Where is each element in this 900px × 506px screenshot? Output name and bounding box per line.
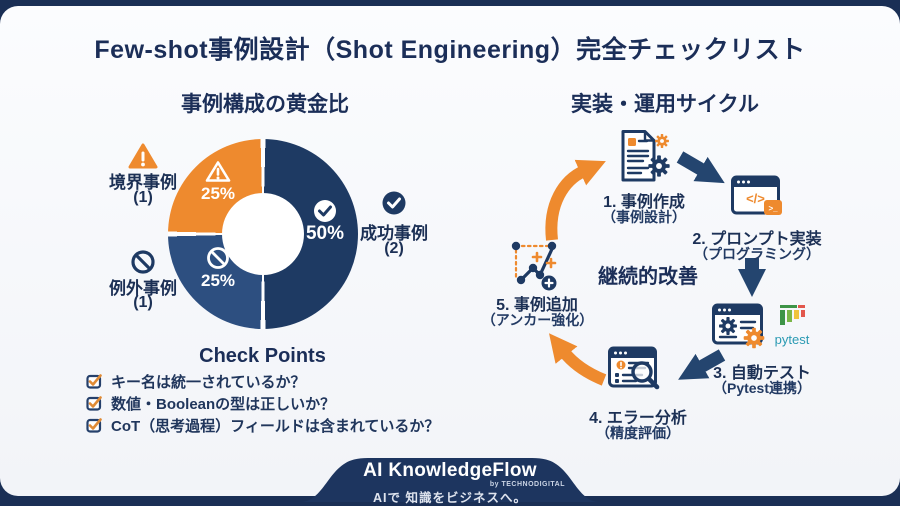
brand-badge: AI KnowledgeFlow by TECHNODIGITAL AIで 知識… xyxy=(300,453,600,505)
prohibition-icon xyxy=(131,250,155,274)
step-5-sub: （アンカー強化） xyxy=(481,312,594,328)
infographic-card: Few-shot事例設計（Shot Engineering）完全チェックリスト … xyxy=(0,6,900,505)
checklist-text: 数値・Booleanの型は正しいか？ xyxy=(111,395,336,413)
badge-shape xyxy=(300,458,600,502)
checklist-text: CoT（思考過程）フィールドは含まれているか？ xyxy=(111,417,440,435)
cycle-center-label: 継続的改善 xyxy=(598,266,698,288)
boundary-label: 境界事例 xyxy=(109,173,177,192)
warning-icon xyxy=(128,143,158,169)
brand-byline: by TECHNODIGITAL xyxy=(489,481,565,488)
checkbox-icon xyxy=(86,418,102,433)
boundary-percent: 25% xyxy=(200,184,236,203)
composition-title: 事例構成の黄金比 xyxy=(181,93,349,116)
check-circle-icon xyxy=(314,200,336,222)
error-analysis-icon xyxy=(608,346,660,390)
page-title: Few-shot事例設計（Shot Engineering）完全チェックリスト xyxy=(94,36,806,64)
step-4-sub: （精度評価） xyxy=(596,425,680,441)
test-window-icon xyxy=(712,303,765,349)
cycle-title: 実装・運用サイクル xyxy=(571,93,759,116)
prohibition-icon xyxy=(207,247,229,269)
anchor-chart-icon xyxy=(511,241,557,291)
checklist-item: CoT（思考過程）フィールドは含まれているか？ xyxy=(86,415,439,435)
document-gear-icon xyxy=(621,130,670,182)
success-label: 成功事例 xyxy=(360,224,428,243)
step-5-label: 5. 事例追加 xyxy=(496,297,578,314)
success-percent: 50% xyxy=(305,223,345,244)
check-circle-icon xyxy=(382,191,406,215)
checklist-item: キー名は統一されているか？ xyxy=(86,371,306,391)
pytest-label: pytest xyxy=(774,332,810,347)
pytest-bars-icon xyxy=(779,305,805,325)
step-2-label: 2. プロンプト実装 xyxy=(692,231,822,248)
checkbox-icon xyxy=(86,396,102,411)
code-window-icon: </> >_ xyxy=(731,175,782,215)
warning-icon xyxy=(205,161,231,182)
checkbox-icon xyxy=(86,374,102,389)
checklist-item: 数値・Booleanの型は正しいか？ xyxy=(86,393,335,413)
step-3-label: 3. 自動テスト xyxy=(713,365,811,382)
step-3-sub: （Pytest連携） xyxy=(712,380,812,396)
checklist-text: キー名は統一されているか？ xyxy=(111,373,306,391)
step-1-sub: （事例設計） xyxy=(602,209,686,225)
pytest-logo: pytest xyxy=(766,305,818,347)
brand-name: AI KnowledgeFlow xyxy=(363,460,537,481)
brand-tagline: AIで 知識をビジネスへ。 xyxy=(373,491,527,505)
boundary-count: (1) xyxy=(133,189,153,206)
code-glyph: </> xyxy=(746,191,765,206)
success-count: (2) xyxy=(384,240,404,257)
donut-chart xyxy=(168,139,358,329)
exception-percent: 25% xyxy=(200,271,236,290)
exception-label: 例外事例 xyxy=(109,279,177,298)
exception-count: (1) xyxy=(133,294,153,311)
step-1-label: 1. 事例作成 xyxy=(603,194,685,211)
terminal-glyph: >_ xyxy=(768,204,778,213)
checkpoints-title: Check Points xyxy=(199,345,326,367)
step-2-sub: （プログラミング） xyxy=(694,246,820,262)
step-4-label: 4. エラー分析 xyxy=(589,410,687,427)
